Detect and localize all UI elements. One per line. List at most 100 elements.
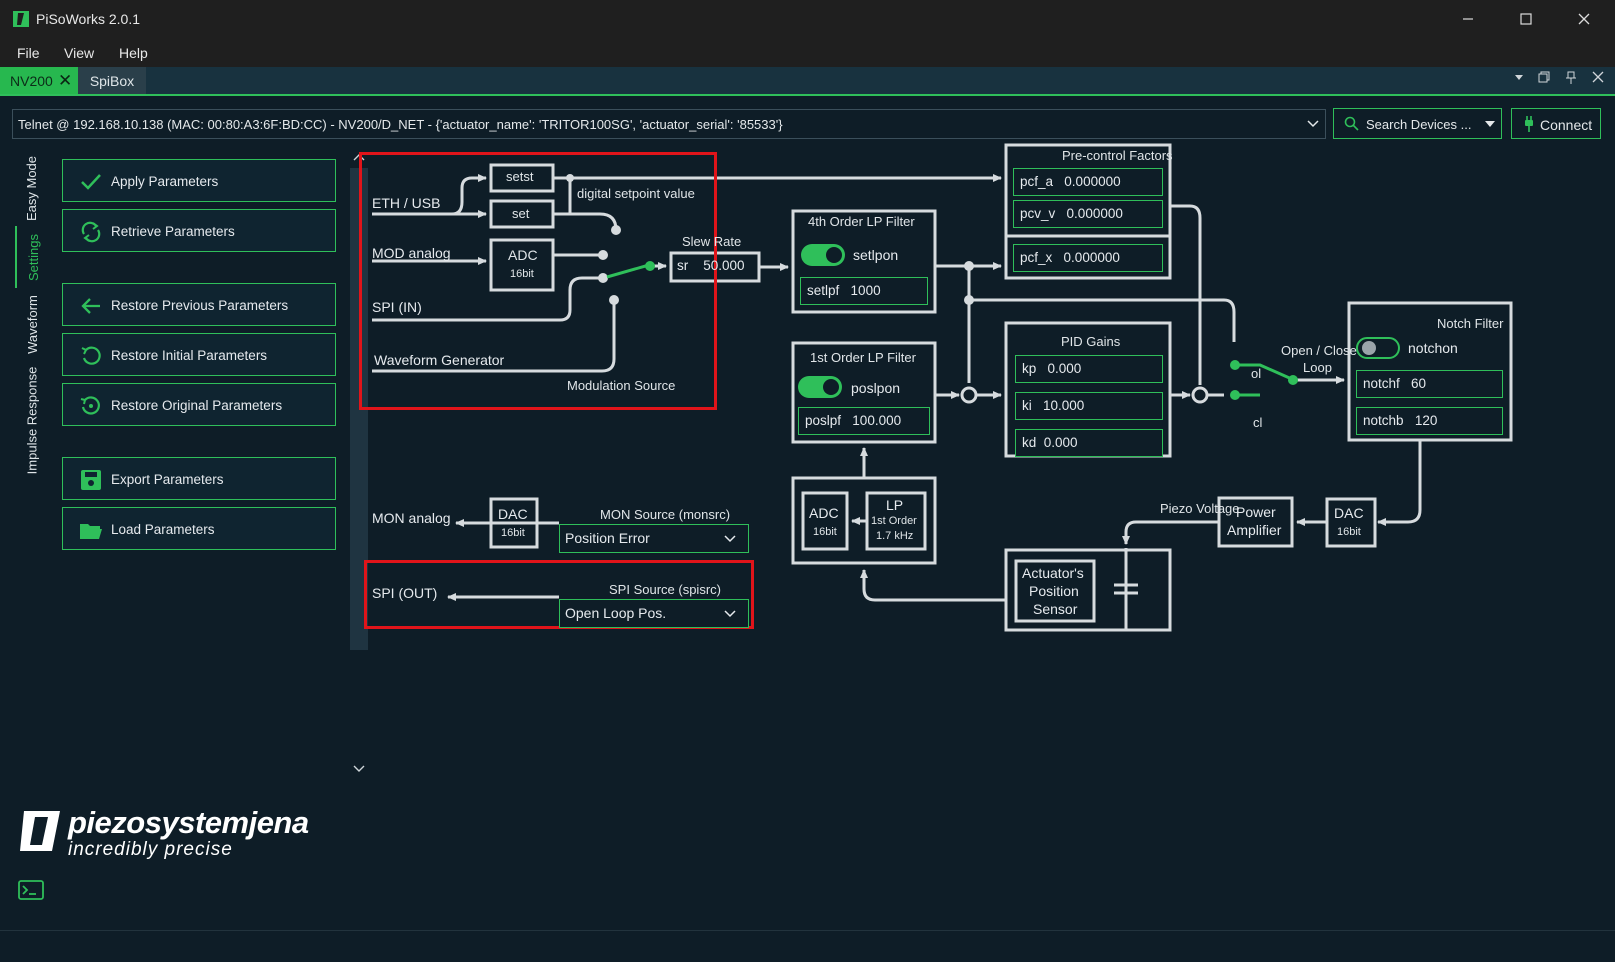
restore-previous-button[interactable]: Restore Previous Parameters — [62, 283, 336, 326]
setlpon-toggle[interactable] — [801, 244, 845, 266]
brand-tagline: incredibly precise — [68, 839, 233, 861]
poslpon-label: poslpon — [851, 380, 900, 396]
spi-out-label: SPI (OUT) — [372, 585, 437, 601]
tab-easy-mode[interactable]: Easy Mode — [15, 150, 49, 226]
tab-settings[interactable]: Settings — [15, 226, 49, 288]
pcf-v-input[interactable]: pcv_v 0.000000 — [1013, 200, 1163, 228]
feedback-adc-bits-label: 16bit — [813, 526, 837, 538]
parameter-panel: Apply Parameters Retrieve Parameters Res… — [50, 150, 348, 780]
notchf-input[interactable]: notchf 60 — [1356, 370, 1503, 398]
button-label: Restore Original Parameters — [111, 398, 282, 413]
tab-impulse-response[interactable]: Impulse Response — [15, 360, 49, 480]
piezo-voltage-label: Piezo Voltage — [1160, 501, 1240, 516]
notchon-toggle[interactable] — [1356, 337, 1400, 359]
tab-close-icon[interactable]: ✕ — [58, 71, 72, 91]
maximize-icon — [1520, 13, 1532, 25]
notch-title: Notch Filter — [1437, 316, 1503, 331]
button-label: Load Parameters — [111, 522, 215, 537]
notchb-input[interactable]: notchb 120 — [1356, 407, 1503, 435]
mod-analog-label: MOD analog — [372, 245, 451, 261]
arrow-left-icon — [79, 294, 103, 318]
float-icon[interactable] — [1535, 71, 1553, 89]
mode-tabs: Easy Mode Settings Waveform Impulse Resp… — [15, 150, 49, 780]
button-label: Restore Initial Parameters — [111, 348, 267, 363]
search-devices-label: Search Devices ... — [1366, 117, 1472, 132]
menu-file[interactable]: File — [17, 45, 40, 61]
restore-initial-button[interactable]: Restore Initial Parameters — [62, 333, 336, 376]
poslpon-toggle[interactable] — [798, 376, 842, 398]
field-label: ki — [1022, 398, 1032, 413]
pcf-x-input[interactable]: pcf_x 0.000000 — [1013, 244, 1163, 272]
loop-title-line1: Open / Closed — [1281, 343, 1364, 358]
field-value: 10.000 — [1043, 398, 1084, 413]
field-label: poslpf — [805, 413, 841, 428]
chevron-down-icon — [724, 608, 736, 620]
closed-loop-label: cl — [1253, 415, 1262, 430]
load-parameters-button[interactable]: Load Parameters — [62, 507, 336, 550]
field-value: 0.000000 — [1067, 206, 1123, 221]
menu-help[interactable]: Help — [119, 45, 148, 61]
chevron-down-icon[interactable] — [353, 764, 365, 774]
tab-list-icon[interactable] — [1510, 71, 1528, 89]
maximize-button[interactable] — [1503, 4, 1549, 34]
apply-parameters-button[interactable]: Apply Parameters — [62, 159, 336, 202]
kp-input[interactable]: kp 0.000 — [1015, 355, 1163, 383]
set-label: set — [512, 206, 529, 221]
retrieve-parameters-button[interactable]: Retrieve Parameters — [62, 209, 336, 252]
save-icon — [79, 468, 103, 492]
spi-source-select[interactable]: Open Loop Pos. — [559, 599, 749, 628]
adc-in-bits-label: 16bit — [510, 268, 534, 280]
output-dac-label: DAC — [1334, 505, 1364, 521]
sync-icon — [79, 220, 103, 244]
field-value: 120 — [1415, 413, 1438, 428]
close-window-button[interactable] — [1561, 4, 1607, 34]
slew-rate-label: Slew Rate — [682, 234, 741, 249]
slew-rate-input[interactable]: sr 50.000 — [671, 253, 759, 281]
device-select-value: Telnet @ 192.168.10.138 (MAC: 00:80:A3:6… — [18, 117, 783, 132]
tab-nv200[interactable]: NV200 ✕ — [0, 67, 78, 94]
feedback-lp-label: LP — [886, 497, 903, 513]
signal-flow-diagram: ETH / USB MOD analog SPI (IN) Waveform G… — [370, 140, 1610, 660]
adc-in-label: ADC — [508, 247, 538, 263]
setlpf-input[interactable]: setlpf 1000 — [800, 277, 928, 305]
connect-label: Connect — [1540, 117, 1592, 133]
output-dac-bits-label: 16bit — [1337, 526, 1361, 538]
search-devices-button[interactable]: Search Devices ... — [1333, 108, 1502, 139]
power-amplifier-line1: Power — [1236, 504, 1276, 520]
feedback-adc-label: ADC — [809, 505, 839, 521]
lp1-title: 1st Order LP Filter — [810, 350, 916, 365]
close-panel-icon[interactable] — [1589, 71, 1607, 89]
select-value: Position Error — [565, 530, 650, 546]
pin-icon[interactable] — [1562, 71, 1580, 89]
field-label: pcv_v — [1020, 206, 1055, 221]
device-select[interactable]: Telnet @ 192.168.10.138 (MAC: 00:80:A3:6… — [12, 109, 1326, 139]
minimize-button[interactable] — [1445, 4, 1491, 34]
setst-label: setst — [506, 169, 533, 184]
ki-input[interactable]: ki 10.000 — [1015, 392, 1163, 420]
minimize-icon — [1462, 13, 1474, 25]
mon-source-select[interactable]: Position Error — [559, 524, 749, 553]
connect-button[interactable]: Connect — [1511, 108, 1601, 139]
chevron-down-icon — [1307, 118, 1319, 130]
menu-view[interactable]: View — [64, 45, 94, 61]
restore-original-button[interactable]: Restore Original Parameters — [62, 383, 336, 426]
button-label: Export Parameters — [111, 472, 224, 487]
folder-open-icon — [79, 518, 103, 542]
tab-waveform[interactable]: Waveform — [15, 288, 49, 360]
brand-name: piezosystemjena — [68, 805, 309, 841]
tab-label: SpiBox — [90, 73, 134, 89]
kd-input[interactable]: kd 0.000 — [1015, 429, 1163, 457]
field-value: 1000 — [851, 283, 881, 298]
field-label: notchf — [1363, 376, 1400, 391]
tab-spibox[interactable]: SpiBox — [78, 67, 146, 94]
field-value: 100.000 — [852, 413, 901, 428]
poslpf-input[interactable]: poslpf 100.000 — [798, 407, 930, 435]
feedback-lp-order-label: 1st Order — [871, 515, 917, 527]
terminal-icon[interactable] — [18, 880, 44, 900]
pcf-a-input[interactable]: pcf_a 0.000000 — [1013, 168, 1163, 196]
plug-icon — [1523, 116, 1535, 132]
export-parameters-button[interactable]: Export Parameters — [62, 457, 336, 500]
piezosystem-logo-icon — [18, 809, 62, 853]
pid-title: PID Gains — [1061, 334, 1120, 349]
tab-label: Settings — [26, 234, 41, 281]
